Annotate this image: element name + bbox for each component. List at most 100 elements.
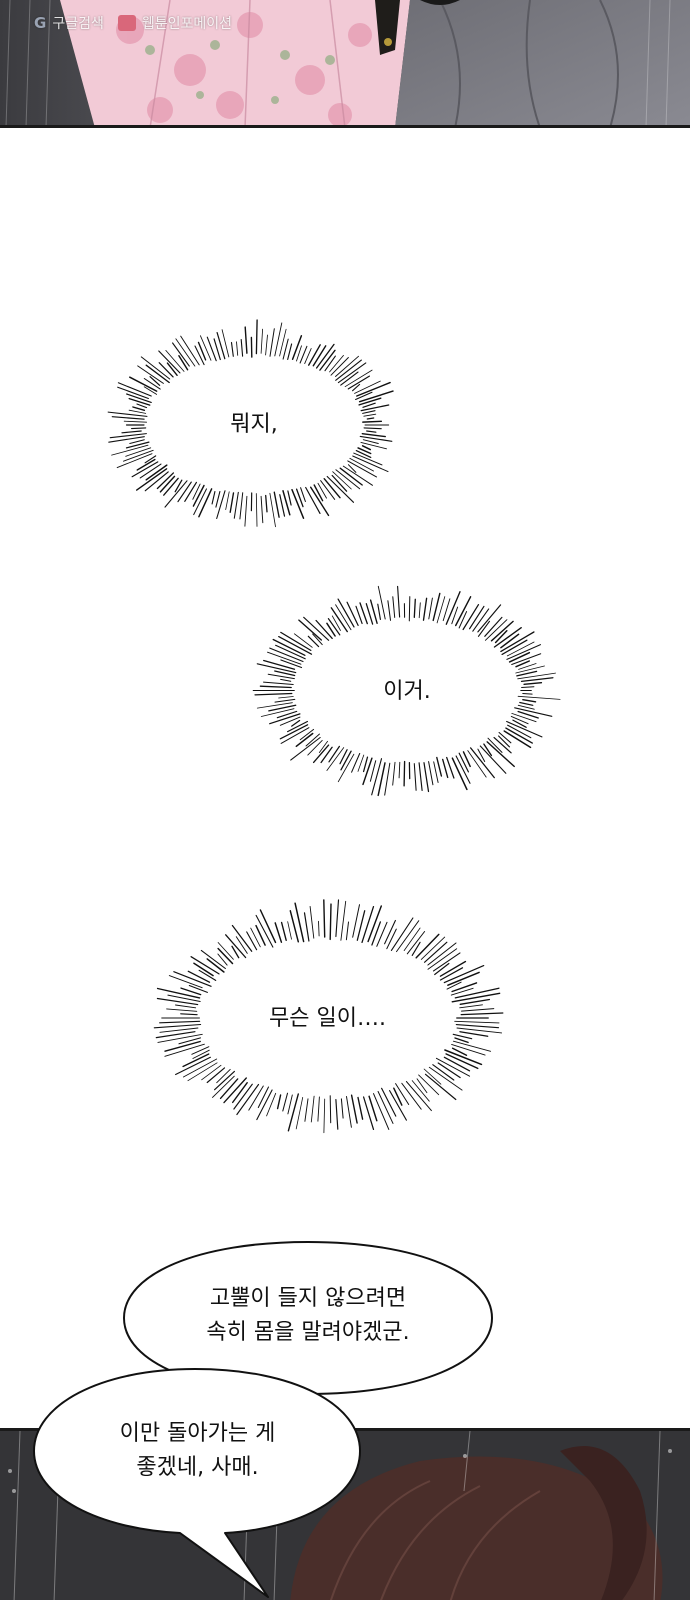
- thought-text-3: 무슨 일이….: [269, 1006, 386, 1031]
- burst-line: [192, 483, 201, 500]
- burst-line: [418, 602, 421, 619]
- burst-line: [132, 406, 146, 412]
- burst-line: [362, 420, 383, 423]
- thought-text-2: 이거.: [383, 679, 431, 704]
- burst-line: [351, 752, 361, 773]
- burst-line: [403, 760, 406, 787]
- burst-line: [451, 992, 501, 1003]
- burst-line: [362, 410, 376, 414]
- burst-line: [498, 735, 511, 748]
- burst-line: [269, 328, 275, 357]
- burst-line: [299, 728, 315, 741]
- burst-line: [437, 1062, 461, 1079]
- burst-line: [503, 730, 532, 749]
- burst-line: [517, 710, 539, 719]
- burst-line: [310, 1095, 315, 1123]
- burst-line: [460, 1012, 504, 1016]
- burst-line: [200, 949, 226, 970]
- burst-line: [511, 653, 542, 666]
- burst-line: [175, 1004, 197, 1009]
- burst-line: [177, 481, 192, 503]
- burst-line: [174, 479, 183, 493]
- speech-line: 속히 몸을 말려야겠군.: [206, 1320, 410, 1345]
- burst-line: [362, 402, 376, 408]
- burst-line: [269, 492, 276, 528]
- burst-line: [274, 670, 296, 677]
- burst-line: [131, 427, 147, 430]
- burst-line: [459, 1004, 483, 1009]
- burst-line: [323, 478, 341, 499]
- burst-line: [111, 444, 149, 456]
- burst-line: [484, 616, 503, 637]
- burst-line: [107, 411, 148, 417]
- burst-line: [451, 1047, 468, 1056]
- burst-line: [435, 1057, 471, 1077]
- burst-line: [428, 761, 434, 786]
- burst-line: [197, 341, 207, 361]
- burst-line: [390, 917, 414, 951]
- burst-line: [377, 762, 386, 797]
- burst-line: [517, 704, 535, 710]
- burst-line: [454, 987, 500, 999]
- burst-line: [233, 1083, 253, 1110]
- burst-line: [353, 452, 383, 466]
- speech-bubble-2: 이만 돌아가는 게 좋겠네, 사매.: [30, 1365, 365, 1600]
- burst-line: [327, 618, 341, 636]
- burst-line: [263, 659, 296, 670]
- burst-line: [358, 390, 394, 403]
- burst-line: [371, 921, 382, 946]
- burst-line: [354, 380, 381, 394]
- burst-line: [445, 591, 461, 625]
- burst-line: [377, 603, 381, 620]
- burst-line: [240, 339, 244, 357]
- burst-line: [300, 487, 306, 503]
- burst-line: [344, 369, 373, 388]
- burst-line: [269, 647, 304, 663]
- burst-line: [423, 1068, 442, 1085]
- burst-line: [337, 598, 355, 628]
- burst-line: [467, 750, 487, 778]
- burst-line: [342, 465, 373, 486]
- burst-line: [369, 599, 378, 624]
- burst-line: [446, 981, 462, 990]
- burst-line: [256, 702, 293, 709]
- burst-line: [340, 371, 359, 386]
- burst-line: [452, 1033, 473, 1040]
- burst-line: [444, 1049, 483, 1066]
- burst-line: [347, 375, 370, 390]
- burst-line: [357, 754, 365, 772]
- burst-line: [111, 416, 145, 420]
- burst-line: [149, 376, 161, 386]
- burst-line: [280, 727, 310, 744]
- burst-line: [432, 952, 461, 972]
- burst-line: [517, 695, 561, 700]
- burst-line: [163, 477, 179, 496]
- google-g-icon: G: [34, 14, 47, 32]
- burst-line: [136, 458, 156, 471]
- burst-line: [329, 354, 344, 373]
- burst-line: [326, 622, 336, 637]
- burst-line: [206, 1067, 226, 1084]
- burst-line: [274, 322, 283, 357]
- burst-line: [129, 376, 158, 392]
- burst-line: [246, 931, 258, 951]
- speech-line: 고뿔이 들지 않으려면: [209, 1286, 407, 1311]
- burst-line: [236, 1083, 260, 1116]
- burst-line: [315, 619, 333, 640]
- burst-line: [436, 756, 443, 777]
- burst-line: [340, 750, 352, 771]
- burst-line: [256, 1089, 273, 1121]
- burst-line: [381, 1087, 397, 1117]
- burst-line: [293, 633, 313, 648]
- burst-line: [128, 409, 147, 414]
- burst-line: [116, 453, 153, 469]
- burst-line: [159, 1020, 201, 1024]
- burst-line: [299, 345, 308, 364]
- burst-line: [233, 491, 239, 519]
- burst-line: [451, 757, 468, 791]
- burst-line: [362, 439, 379, 444]
- burst-line: [273, 491, 280, 518]
- burst-line: [290, 736, 321, 761]
- burst-line: [109, 433, 147, 439]
- burst-line: [117, 382, 152, 397]
